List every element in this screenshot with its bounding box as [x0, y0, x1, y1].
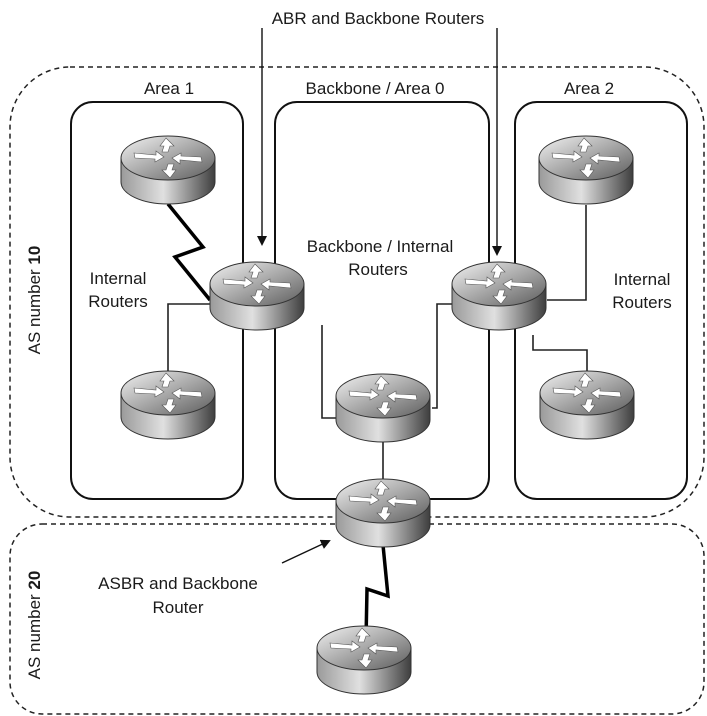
router-icon	[335, 373, 431, 443]
abr-backbone-routers-label: ABR and Backbone Routers	[272, 9, 485, 28]
lightning-serial-link-icon	[166, 202, 212, 302]
internal-routers-left-line1: Internal	[90, 269, 147, 288]
link-abr1-backbone-internal	[321, 325, 336, 419]
area1-label: Area 1	[144, 79, 194, 98]
backbone-internal-routers-line1: Backbone / Internal	[307, 237, 453, 256]
as10-label-prefix: AS number	[25, 265, 44, 355]
lightning-serial-link-icon	[364, 544, 391, 641]
asbr-label-line1: ASBR and Backbone	[98, 574, 258, 593]
router-icon	[538, 135, 634, 205]
backbone-internal-routers-line2: Routers	[348, 260, 408, 279]
link-abr2-area2-top	[547, 205, 587, 301]
as20-label-number: 20	[25, 571, 44, 590]
backbone-area-label: Backbone / Area 0	[306, 79, 445, 98]
links	[167, 205, 588, 482]
router-icon	[539, 370, 635, 440]
link-abr1-left-internal	[167, 303, 210, 388]
link-abr2-area2-bottom	[532, 335, 588, 388]
router-icon	[335, 478, 431, 548]
area2-label: Area 2	[564, 79, 614, 98]
router-icon	[209, 261, 305, 331]
link-backbone-internal-abr2	[432, 303, 452, 409]
internal-routers-left-line2: Routers	[88, 292, 148, 311]
internal-routers-right-line2: Routers	[612, 293, 672, 312]
asbr-label-line2: Router	[152, 598, 203, 617]
router-icon	[451, 261, 547, 331]
router-icon	[120, 370, 216, 440]
internal-routers-right-line1: Internal	[614, 270, 671, 289]
arrow-to-asbr	[281, 539, 331, 564]
as10-label: AS number 10	[25, 246, 44, 355]
as10-label-number: 10	[25, 246, 44, 265]
router-icon	[120, 135, 216, 205]
as20-label: AS number 20	[25, 571, 44, 680]
as20-label-prefix: AS number	[25, 590, 44, 680]
router-icon	[316, 625, 412, 695]
